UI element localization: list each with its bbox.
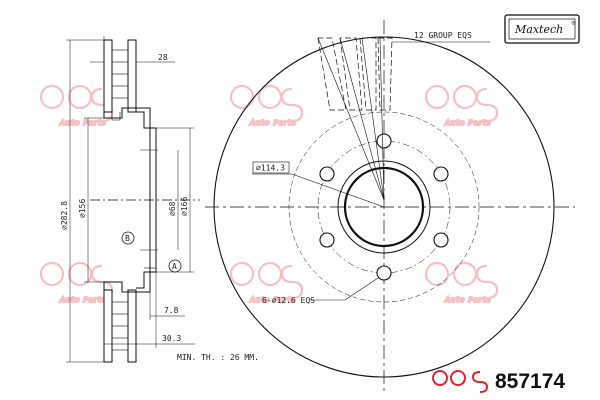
pcd-label: ⌀114.3 (256, 164, 285, 173)
hat-profile (103, 107, 158, 293)
watermark-2: Auto Parts (229, 84, 304, 128)
groove-slots (317, 37, 393, 111)
dim-width-bottom: 30.3 (162, 334, 181, 343)
front-view (205, 20, 575, 395)
dim-dia-156: ⌀156 (78, 199, 87, 218)
section-view (66, 36, 200, 363)
watermark-3: Auto Parts (424, 84, 499, 128)
hub-outer (337, 160, 431, 254)
center-bore (343, 166, 425, 248)
bolt-holes-label: 6-⌀12.6 EQS (262, 296, 315, 305)
marker-b-label: B (125, 234, 130, 243)
min-thickness-label: MIN. TH. : 26 MM. (177, 353, 259, 362)
footer-logo (432, 370, 489, 393)
bolt-hole (433, 166, 449, 182)
dim-dia-68: ⌀68 (168, 201, 177, 216)
dim-width-top: 28 (158, 53, 168, 62)
bolt-hole (376, 133, 392, 149)
dim-dia-166: ⌀166 (180, 197, 189, 216)
group-eqs-label: 12 GROUP EQS (414, 31, 472, 40)
marker-a-label: A (172, 262, 177, 271)
disc-outer-edge (213, 36, 555, 378)
watermark-tagline: Auto Parts (444, 119, 491, 127)
maxtech-logo: Maxtech ® (504, 14, 580, 44)
friction-inner-edge (288, 111, 480, 303)
watermark-4: Auto Parts (39, 261, 114, 305)
dim-dia-outer: ⌀282.8 (60, 201, 69, 230)
watermark-tagline: Auto Parts (249, 119, 296, 127)
watermark-tagline: Auto Parts (444, 296, 491, 304)
bolt-hole (433, 232, 449, 248)
bolt-hole (319, 166, 335, 182)
watermark-1: Auto Parts (39, 84, 114, 128)
friction-ring-outer (103, 39, 137, 363)
watermark-layer: Auto Parts Auto Parts Auto Parts Auto Pa… (39, 84, 499, 305)
watermark-tagline: Auto Parts (59, 119, 106, 127)
bolt-holes (319, 133, 449, 281)
bolt-hole (376, 265, 392, 281)
watermark-6: Auto Parts (424, 261, 499, 305)
dim-offset-78: 7.8 (164, 306, 179, 315)
watermark-tagline: Auto Parts (249, 296, 296, 304)
watermark-5: Auto Parts (229, 261, 304, 305)
bolt-hole (319, 232, 335, 248)
watermark-tagline: Auto Parts (59, 296, 106, 304)
pcd-label-box: ⌀114.3 (252, 161, 290, 174)
brand-trademark: ® (571, 20, 576, 27)
marker-b: B (121, 231, 135, 245)
marker-a: A (168, 259, 182, 273)
part-number: 857174 (495, 370, 565, 393)
brand-name: Maxtech (514, 23, 563, 36)
